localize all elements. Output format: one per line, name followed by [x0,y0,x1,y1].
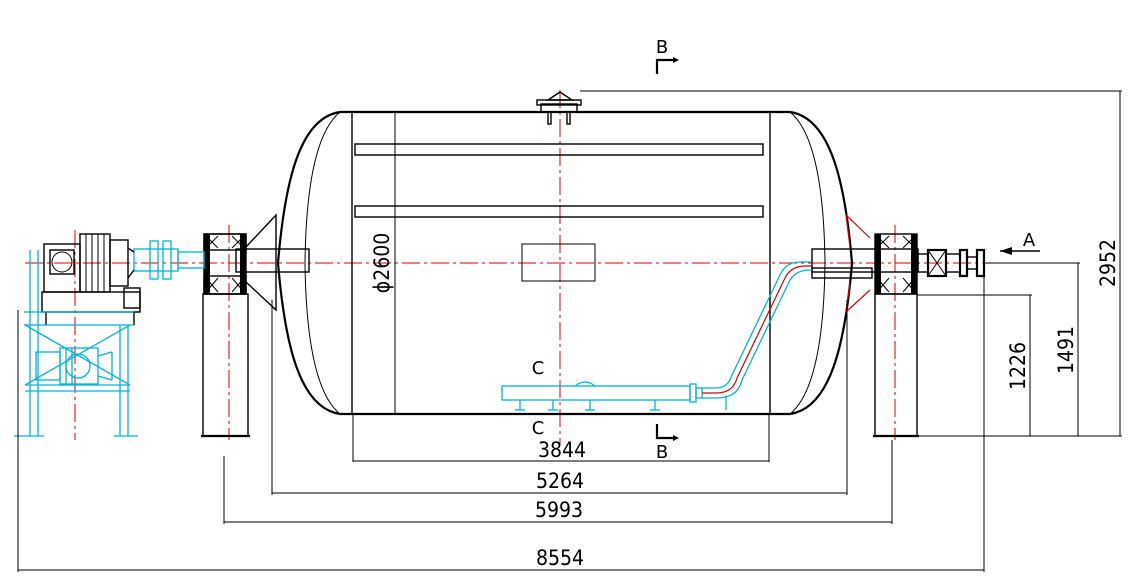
section-label-a: A [1023,230,1036,251]
dim-inner-length: 3844 [538,438,586,462]
section-label-c-bottom: C [532,418,545,439]
dim-motor-height: 1491 [1054,326,1078,374]
drive-assembly [14,233,205,437]
section-label-b-bottom: B [656,442,668,463]
dim-axis-height: 1226 [1006,342,1030,390]
left-trunnion [201,213,310,438]
dim-overall-length: 8554 [536,546,584,570]
dim-shell-length: 5264 [536,469,584,493]
section-label-b-top: B [656,37,668,58]
dim-diameter: ϕ2600 [370,233,394,294]
discharge-piping [501,261,812,411]
right-trunnion [811,213,986,438]
section-label-c-top: C [532,358,545,379]
dimension-lines [17,90,1122,572]
section-marks [655,57,1040,441]
dim-support-span: 5993 [535,498,583,522]
dim-total-height: 2952 [1096,239,1120,287]
top-nozzle [536,91,582,125]
tank-shell [276,110,854,416]
